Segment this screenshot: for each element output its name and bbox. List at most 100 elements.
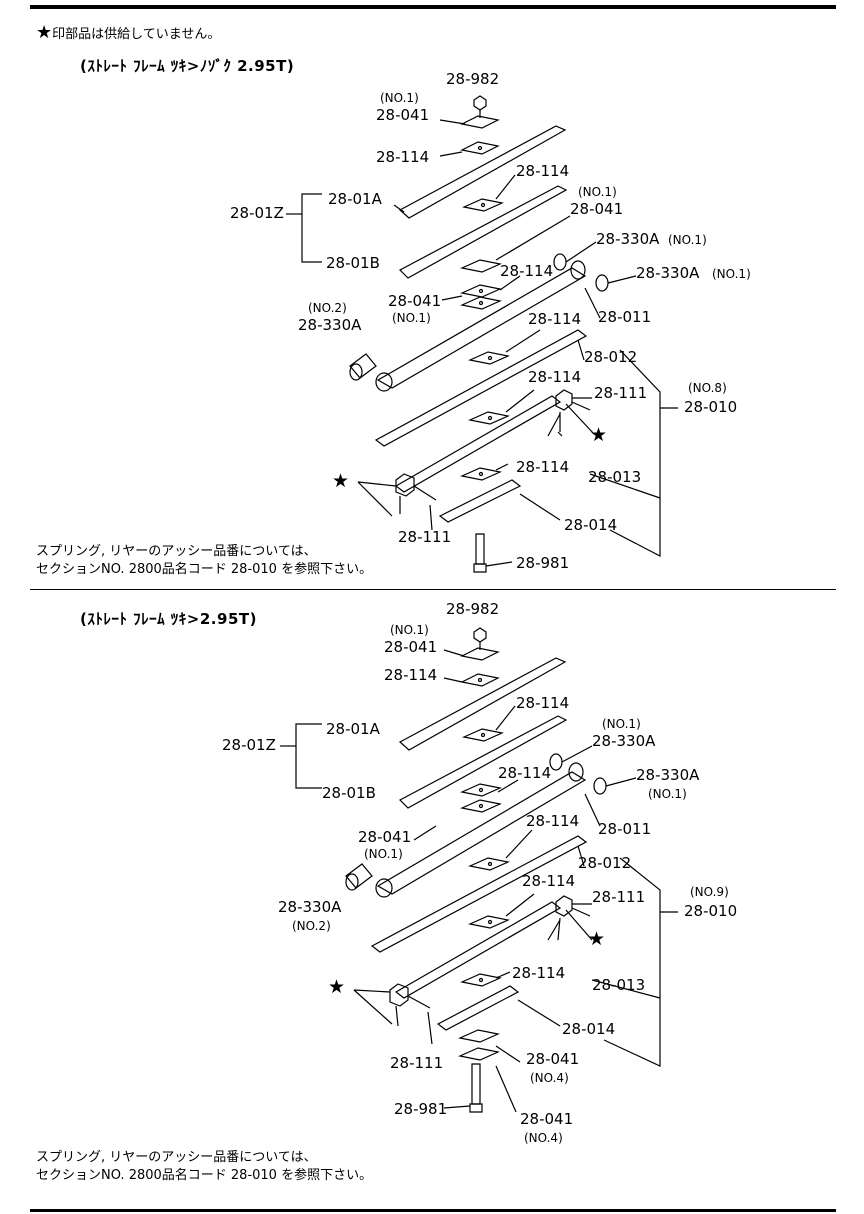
- s1-label-28-114-d: 28-114: [528, 310, 582, 328]
- s1-label-28-041-c: 28-041: [388, 292, 442, 310]
- leaf-013: [396, 396, 560, 492]
- s1-label-28-111-a: 28-111: [594, 384, 648, 402]
- s1-label-no1-330: (NO.1): [668, 233, 707, 247]
- leaf-01A: [400, 126, 565, 218]
- s2-label-28-114-b: 28-114: [516, 694, 570, 712]
- s1-footer-line2: セクションNO. 2800品名コード 28-010 を参照下さい。: [36, 562, 373, 577]
- s1-label-no1-b: (NO.1): [578, 185, 617, 199]
- s1-label-28-330A-3: 28-330A: [298, 316, 362, 334]
- leaf-013: [396, 902, 560, 998]
- leaf-014: [438, 986, 518, 1030]
- bolt-icon: [474, 534, 486, 572]
- s2-label-28-330A-1: 28-330A: [592, 732, 656, 750]
- star-icon: ★: [588, 928, 606, 950]
- pad-041-top: [462, 116, 498, 128]
- s2-label-28-041-c: 28-041: [358, 828, 412, 846]
- s2-label-no1: (NO.1): [390, 623, 429, 637]
- s1-label-28-114-b: 28-114: [516, 162, 570, 180]
- clamp-icon: [556, 390, 592, 432]
- s1-label-28-330A-2: 28-330A: [636, 264, 700, 282]
- s2-label-no4-d: (NO.4): [530, 1071, 569, 1085]
- star-icon: ★: [590, 424, 608, 446]
- section2-title: (ｽﾄﾚｰﾄ ﾌﾚｰﾑ ﾂｷ>2.95T): [80, 610, 257, 628]
- s1-label-no1: (NO.1): [380, 91, 419, 105]
- s1-label-28-01A: 28-01A: [328, 190, 382, 208]
- s1-label-28-114-e: 28-114: [528, 368, 582, 386]
- s2-label-28-981: 28-981: [394, 1100, 448, 1118]
- s1-label-no1-c: (NO.1): [392, 311, 431, 325]
- s2-label-28-330A-2: 28-330A: [636, 766, 700, 784]
- s2-label-28-01Z: 28-01Z: [222, 736, 276, 754]
- leaf-01B: [400, 716, 566, 808]
- bolt-icon: [470, 1064, 482, 1112]
- leaf-011: [378, 772, 585, 894]
- s2-label-28-114-d: 28-114: [526, 812, 580, 830]
- s1-label-28-014: 28-014: [564, 516, 618, 534]
- s1-label-28-981: 28-981: [516, 554, 570, 572]
- s1-label-28-01B: 28-01B: [326, 254, 380, 272]
- s1-label-28-114-f: 28-114: [516, 458, 570, 476]
- s1-label-28-114-a: 28-114: [376, 148, 430, 166]
- star-icon: ★: [332, 470, 350, 492]
- legend: ★印部品は供給していません。: [36, 22, 220, 43]
- clamp-left-icon: [396, 474, 436, 514]
- s2-label-28-012: 28-012: [578, 854, 632, 872]
- section1-drawing: [0, 0, 864, 600]
- s1-label-no8: (NO.8): [688, 381, 727, 395]
- s1-label-no1-330-2: (NO.1): [712, 267, 751, 281]
- nut-icon: [474, 628, 486, 650]
- s1-label-28-114-c: 28-114: [500, 262, 554, 280]
- s1-label-28-01Z: 28-01Z: [230, 204, 284, 222]
- s1-label-28-041-b: 28-041: [570, 200, 624, 218]
- section1-title: (ｽﾄﾚｰﾄ ﾌﾚｰﾑ ﾂｷ>ﾉｿﾞｸ 2.95T): [80, 57, 295, 75]
- s2-label-28-114-a: 28-114: [384, 666, 438, 684]
- s1-label-no2: (NO.2): [308, 301, 347, 315]
- bottom-rule: [30, 1209, 836, 1212]
- s2-label-no1-330-2: (NO.1): [648, 787, 687, 801]
- s1-label-28-011: 28-011: [598, 308, 652, 326]
- bushing-icon: [550, 754, 606, 794]
- star-icon: ★: [328, 976, 346, 998]
- star-icon: ★: [36, 22, 53, 43]
- top-rule: [30, 5, 836, 9]
- s1-label-28-013: 28-013: [588, 468, 642, 486]
- s2-label-28-111-a: 28-111: [592, 888, 646, 906]
- s2-label-no2: (NO.2): [292, 919, 331, 933]
- s2-label-28-114-f: 28-114: [512, 964, 566, 982]
- leaf-01A: [400, 658, 565, 750]
- s2-label-28-041: 28-041: [384, 638, 438, 656]
- s2-label-28-041-d: 28-041: [526, 1050, 580, 1068]
- s2-label-28-330A-3: 28-330A: [278, 898, 342, 916]
- clamp-left-icon: [390, 984, 430, 1026]
- s2-label-28-013: 28-013: [592, 976, 646, 994]
- leaf-014: [440, 480, 520, 522]
- s2-label-28-114-e: 28-114: [522, 872, 576, 890]
- s2-label-28-014: 28-014: [562, 1020, 616, 1038]
- s2-label-no1-c: (NO.1): [364, 847, 403, 861]
- s2-label-28-114-c: 28-114: [498, 764, 552, 782]
- s1-label-28-330A-1: 28-330A: [596, 230, 660, 248]
- s2-label-28-011: 28-011: [598, 820, 652, 838]
- s1-label-28-111-b: 28-111: [398, 528, 452, 546]
- s2-label-28-041-e: 28-041: [520, 1110, 574, 1128]
- s1-footer-line1: スプリング, リヤーのアッシー品番については、: [36, 544, 317, 559]
- s2-footer-line1: スプリング, リヤーのアッシー品番については、: [36, 1150, 317, 1165]
- leaf-01B: [400, 186, 566, 278]
- s2-label-28-01B: 28-01B: [322, 784, 376, 802]
- s2-footer-line2: セクションNO. 2800品名コード 28-010 を参照下さい。: [36, 1168, 373, 1183]
- s2-label-no1-330: (NO.1): [602, 717, 641, 731]
- leaf-011: [378, 268, 585, 388]
- s1-label-28-041: 28-041: [376, 106, 430, 124]
- s1-label-28-012: 28-012: [584, 348, 638, 366]
- pad-041-b: [462, 260, 500, 272]
- s1-label-28-982: 28-982: [446, 70, 500, 88]
- s2-label-28-01A: 28-01A: [326, 720, 380, 738]
- s2-label-no9: (NO.9): [690, 885, 729, 899]
- bushing-330a-no2: [350, 354, 376, 378]
- pad-114-b: [464, 199, 502, 211]
- leaf-012: [372, 836, 586, 952]
- s2-label-28-111-b: 28-111: [390, 1054, 444, 1072]
- s2-label-28-982: 28-982: [446, 600, 500, 618]
- s2-label-28-010: 28-010: [684, 902, 738, 920]
